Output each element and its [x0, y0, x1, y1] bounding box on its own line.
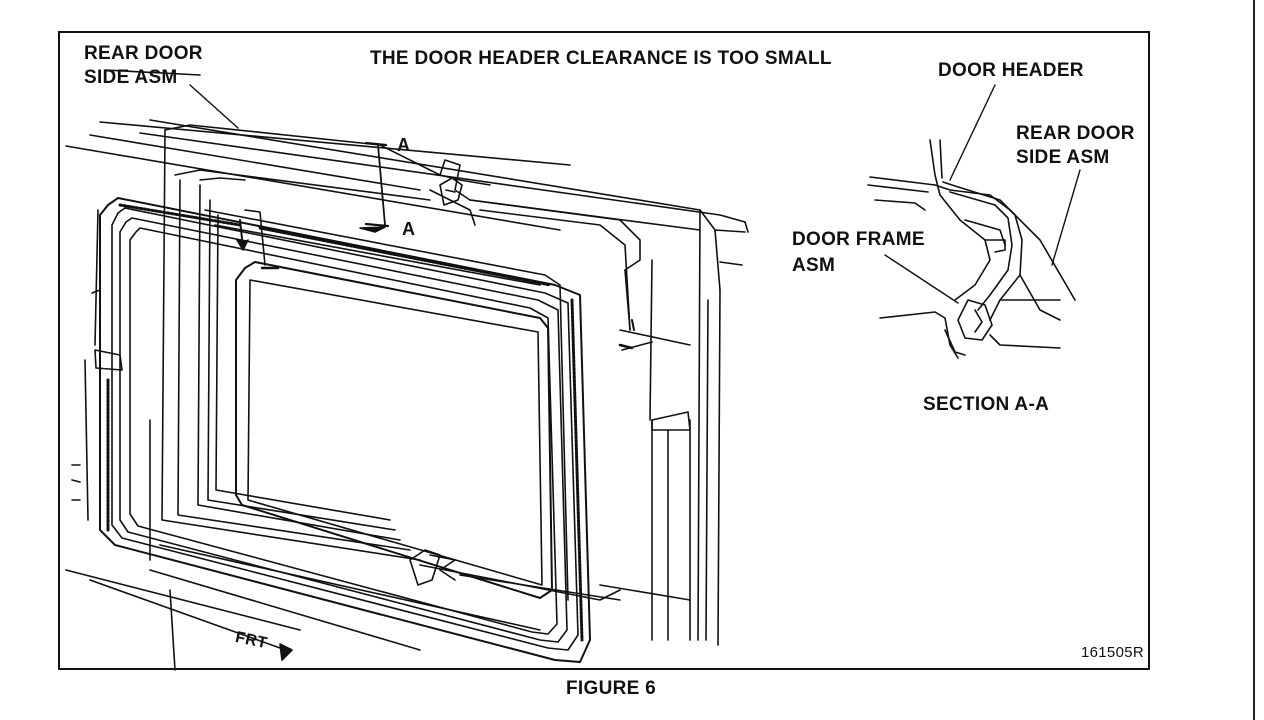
- section-line-a: [236, 141, 635, 350]
- diagram-title: THE DOOR HEADER CLEARANCE IS TOO SMALL: [370, 48, 832, 69]
- side-marks: [71, 464, 81, 501]
- door-frame-inner: [161, 124, 701, 601]
- reference-number: 161505R: [1081, 644, 1144, 661]
- rear-door-side-label-left-line1: REAR DOOR: [84, 43, 203, 64]
- door-frame-label-line1: DOOR FRAME: [792, 229, 925, 250]
- door-frame-label-line2: ASM: [792, 255, 836, 276]
- section-mark-bottom: A: [402, 219, 416, 239]
- leader-lines: [189, 84, 1081, 304]
- rear-door-side-label-right-line1: REAR DOOR: [1016, 123, 1135, 144]
- rear-door-side-label-left-line2: SIDE ASM: [84, 67, 178, 88]
- page-edge-line: [1253, 0, 1255, 720]
- door-header-label: DOOR HEADER: [938, 60, 1084, 81]
- section-a-a-label: SECTION A-A: [923, 394, 1050, 415]
- section-a-a-detail: [867, 139, 1076, 359]
- window-seal: [84, 197, 591, 663]
- front-arrow-icon: [279, 643, 293, 661]
- figure-frame: [58, 31, 1150, 670]
- body-panel-lines: [65, 69, 749, 671]
- figure-caption: FIGURE 6: [566, 678, 657, 699]
- rear-door-side-label-right-line2: SIDE ASM: [1016, 147, 1110, 168]
- section-mark-top: A: [397, 135, 411, 155]
